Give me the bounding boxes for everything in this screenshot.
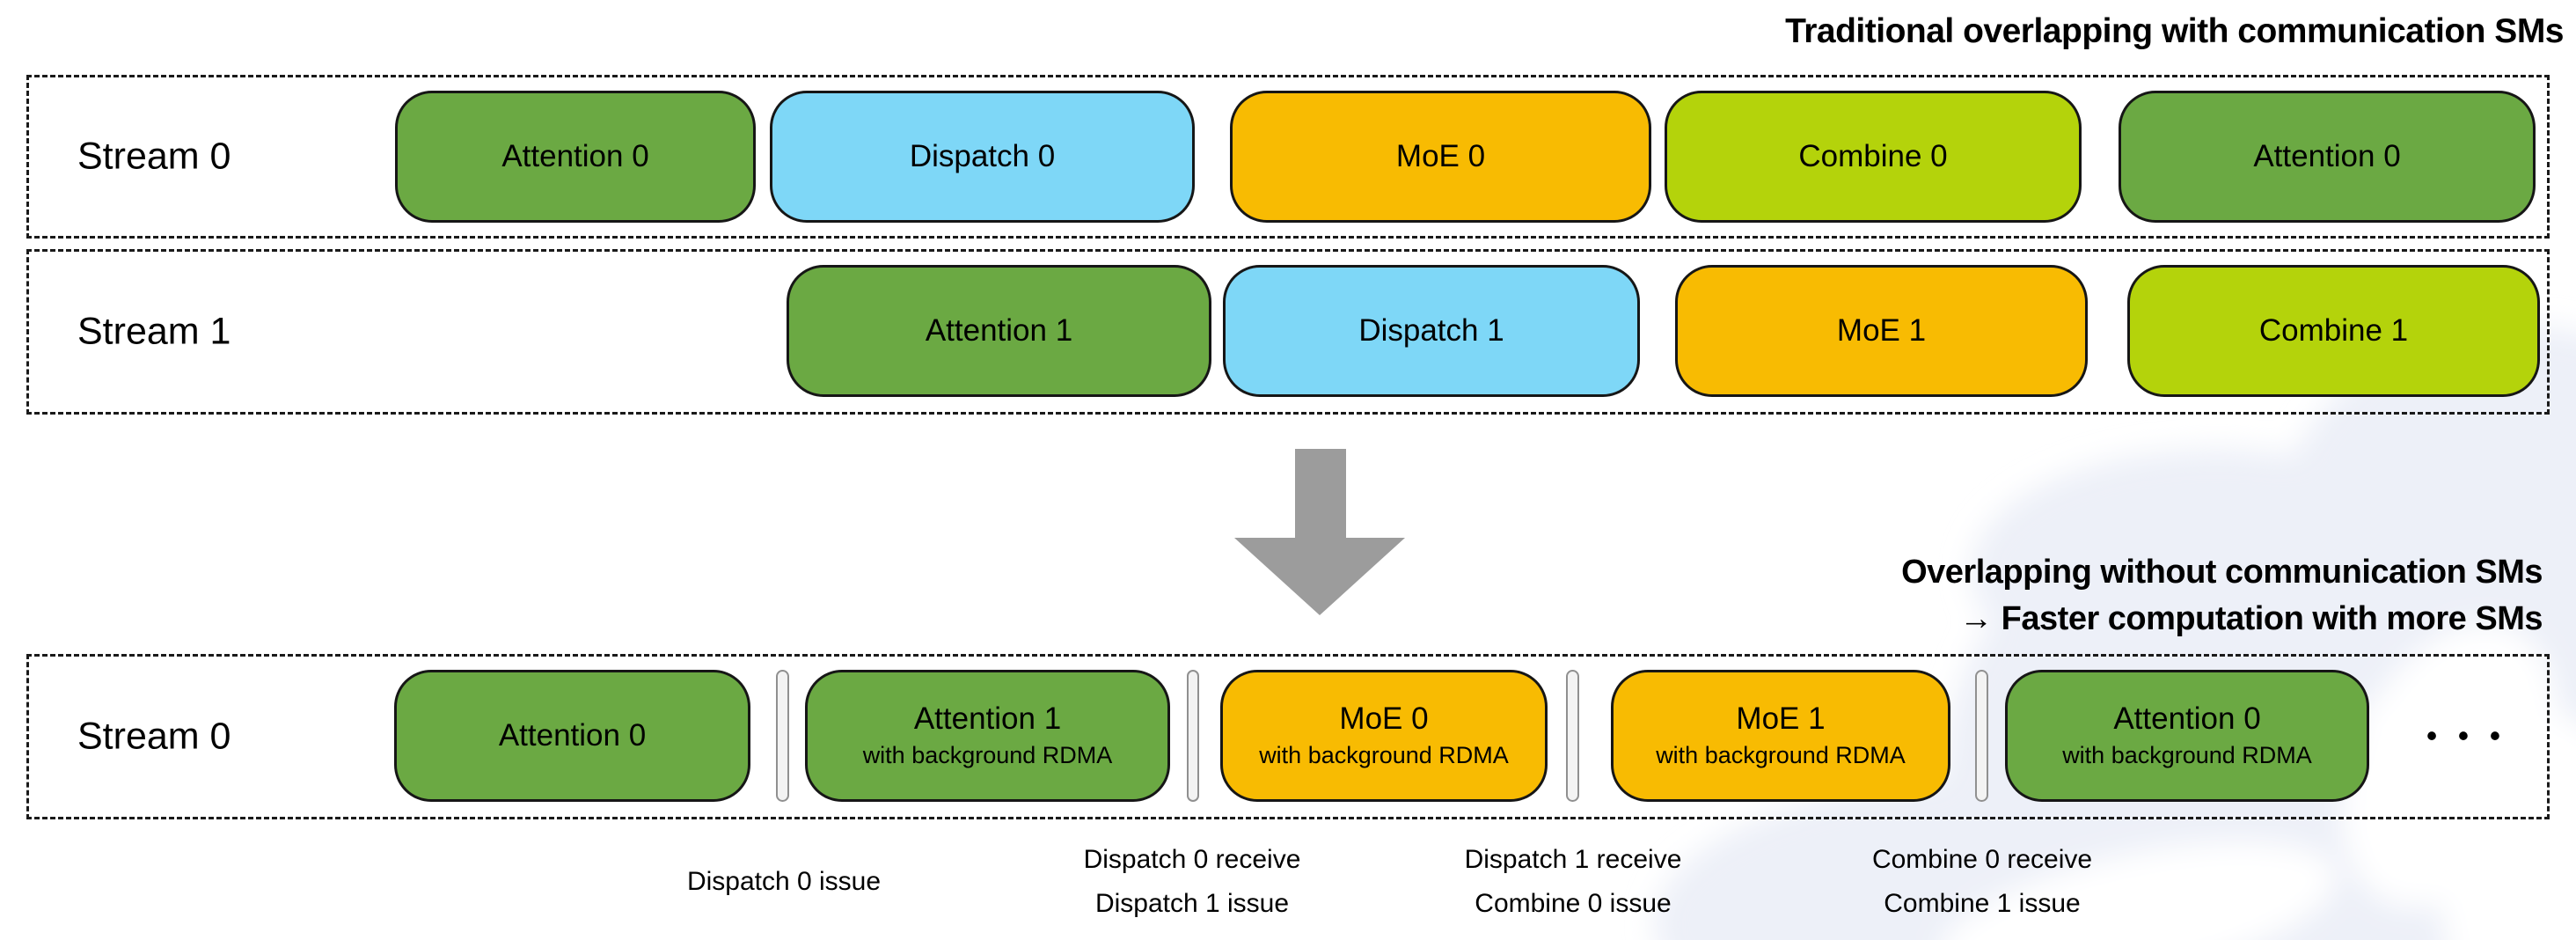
- annotation-line: Dispatch 0 issue: [686, 867, 882, 896]
- block-dispatch-1: Dispatch 1: [1223, 265, 1640, 397]
- stream0-timeline-box: Stream 0 Attention 0 Dispatch 0 MoE 0 Co…: [26, 75, 2550, 239]
- section-title-traditional: Traditional overlapping with communicati…: [1785, 12, 2564, 50]
- block-combine-0: Combine 0: [1665, 91, 2082, 223]
- block-label: Attention 1: [913, 701, 1062, 737]
- block-attention-1: Attention 1: [787, 265, 1211, 397]
- block-attention-0-fused: Attention 0: [394, 670, 750, 802]
- block-combine-1: Combine 1: [2127, 265, 2540, 397]
- event-separator: [1566, 670, 1579, 802]
- fused-stream0-timeline-box: Stream 0 Attention 0 Attention 1 with ba…: [26, 654, 2550, 819]
- block-attention-0-next: Attention 0: [2119, 91, 2536, 223]
- stream1-label: Stream 1: [77, 310, 231, 353]
- block-moe-0-rdma: MoE 0 with background RDMA: [1220, 670, 1548, 802]
- stream0-label: Stream 0: [77, 135, 231, 178]
- annotation-line: Combine 0 issue: [1475, 889, 1672, 918]
- section-title-overlap: Overlapping without communication SMs → …: [1901, 549, 2543, 643]
- block-moe-1: MoE 1: [1675, 265, 2088, 397]
- block-label: MoE 1: [1836, 312, 1927, 348]
- block-label: Attention 0: [2253, 138, 2401, 173]
- block-attention-0-next-rdma: Attention 0 with background RDMA: [2005, 670, 2369, 802]
- annotation-line: Combine 0 receive: [1871, 845, 2093, 874]
- block-attention-1-rdma: Attention 1 with background RDMA: [805, 670, 1170, 802]
- block-label: Attention 0: [2113, 701, 2261, 737]
- block-label: Attention 1: [925, 312, 1073, 348]
- block-sublabel: with background RDMA: [1656, 741, 1906, 768]
- block-sublabel: with background RDMA: [862, 741, 1113, 768]
- fused-stream0-label: Stream 0: [77, 715, 231, 758]
- event-separator: [776, 670, 789, 802]
- block-label: Attention 0: [498, 717, 647, 753]
- block-label: Attention 0: [501, 138, 649, 173]
- block-label: Dispatch 1: [1358, 312, 1504, 348]
- event-separator: [1975, 670, 1988, 802]
- annotation-dispatch0-issue: Dispatch 0 issue: [687, 838, 881, 926]
- event-separator: [1187, 670, 1199, 802]
- annotation-line: Combine 1 issue: [1884, 889, 2081, 918]
- overlap-title-line1: Overlapping without communication SMs: [1901, 554, 2543, 591]
- block-label: MoE 1: [1736, 701, 1826, 737]
- block-sublabel: with background RDMA: [2062, 741, 2312, 768]
- block-moe-1-rdma: MoE 1 with background RDMA: [1611, 670, 1950, 802]
- down-arrow-shaft: [1295, 449, 1346, 540]
- continuation-ellipsis: •••: [2426, 719, 2521, 753]
- overlap-title-line2: → Faster computation with more SMs: [1959, 600, 2543, 637]
- block-sublabel: with background RDMA: [1259, 741, 1509, 768]
- block-dispatch-0: Dispatch 0: [770, 91, 1195, 223]
- block-label: Dispatch 0: [909, 138, 1056, 173]
- annotation-line: Dispatch 0 receive: [1083, 845, 1301, 874]
- block-attention-0: Attention 0: [395, 91, 756, 223]
- block-label: Combine 0: [1798, 138, 1948, 173]
- block-moe-0: MoE 0: [1230, 91, 1651, 223]
- annotation-line: Dispatch 1 receive: [1464, 845, 1682, 874]
- block-label: MoE 0: [1339, 701, 1429, 737]
- down-arrow-head: [1234, 538, 1405, 615]
- annotation-dispatch1-receive: Dispatch 1 receive Combine 0 issue: [1465, 838, 1682, 926]
- stream1-timeline-box: Stream 1 Attention 1 Dispatch 1 MoE 1 Co…: [26, 249, 2550, 415]
- annotation-dispatch0-receive: Dispatch 0 receive Dispatch 1 issue: [1084, 838, 1301, 926]
- block-label: Combine 1: [2258, 312, 2409, 348]
- annotation-line: Dispatch 1 issue: [1094, 889, 1290, 918]
- block-label: MoE 0: [1395, 138, 1486, 173]
- annotation-combine0-receive: Combine 0 receive Combine 1 issue: [1872, 838, 2092, 926]
